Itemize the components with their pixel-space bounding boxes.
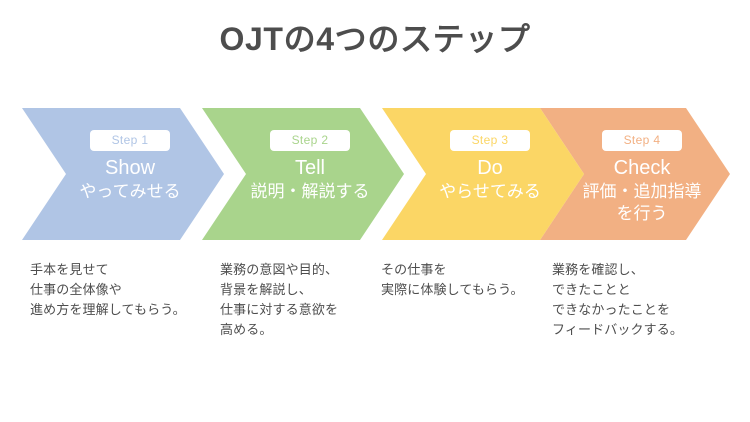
step-1-badge: Step 1	[89, 130, 171, 151]
step-4-description: 業務を確認し、 できたことと できなかったことを フィードバックする。	[552, 262, 684, 338]
process-flow-diagram: Step 1 Show やってみせる Step 2 Tell 説明・解説する S…	[0, 108, 750, 240]
step-2-title-en: Tell	[294, 157, 325, 179]
step-4-title-jp: 評価・追加指導 を行う	[582, 182, 702, 223]
flow-step-2: Step 2 Tell 説明・解説する	[202, 108, 404, 240]
step-descriptions: 手本を見せて 仕事の全体像や 進め方を理解してもらう。 業務の意図や目的、 背景…	[0, 260, 750, 370]
page-title: OJTの4つのステップ	[219, 21, 531, 57]
step-1-title-jp: やってみせる	[79, 182, 181, 201]
step-4-title-en: Check	[613, 157, 671, 179]
step-3-badge: Step 3	[449, 130, 531, 151]
flow-step-1: Step 1 Show やってみせる	[22, 108, 224, 240]
step-2-badge: Step 2	[269, 130, 351, 151]
step-1-title-en: Show	[104, 157, 156, 179]
flow-step-3-content: Step 3 Do やらせてみる	[439, 130, 541, 203]
step-3-description: その仕事を 実際に体験してもらう。	[381, 262, 524, 298]
step-4-badge: Step 4	[601, 130, 683, 151]
step-3-title-jp: やらせてみる	[439, 182, 541, 201]
step-1-description: 手本を見せて 仕事の全体像や 進め方を理解してもらう。	[30, 262, 186, 318]
flow-step-1-content: Step 1 Show やってみせる	[79, 130, 181, 203]
step-2-title-jp: 説明・解説する	[250, 182, 370, 201]
step-3-title-en: Do	[477, 157, 503, 179]
step-2-description: 業務の意図や目的、 背景を解説し、 仕事に対する意欲を 高める。	[220, 262, 339, 338]
flow-step-2-content: Step 2 Tell 説明・解説する	[251, 130, 370, 203]
flow-step-4-content: Step 4 Check 評価・追加指導 を行う	[583, 130, 702, 225]
